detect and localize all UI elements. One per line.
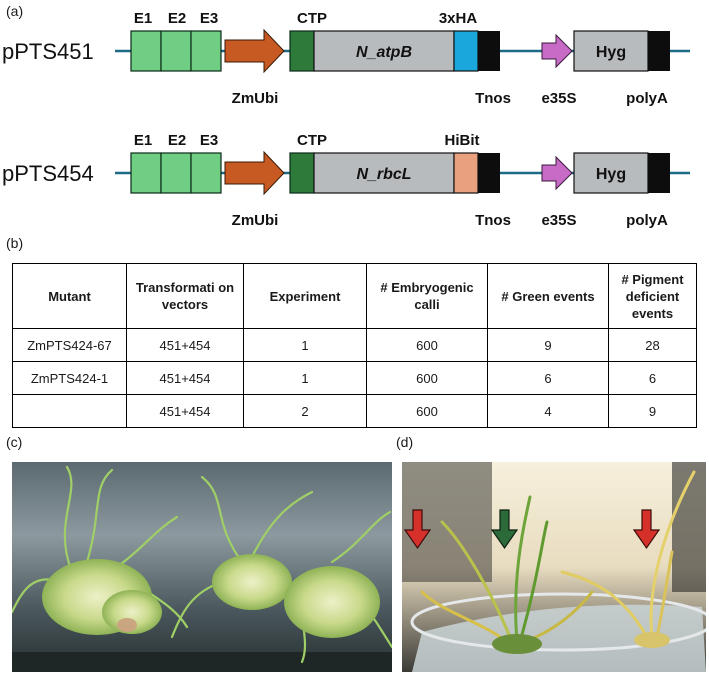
polya-label: polyA [626,212,668,229]
terminator-box [478,31,500,71]
gene-label: N_rbcL [356,166,411,183]
construct-ppts451: pPTS451 E1 E2 E3 ZmUbi CTP N_atpB 3xHA T… [0,0,709,120]
polya-label: polyA [626,90,668,107]
selection-gene-label: Hyg [596,166,626,183]
selection-promoter-arrow [542,35,572,67]
construct-name: pPTS454 [2,161,94,186]
cell-green: 6 [488,362,609,395]
construct-map-2: pPTS454 E1 E2 E3 ZmUbi CTP N_rbcL HiBit … [0,122,709,242]
photo-calli [12,462,392,672]
panel-label-d: (d) [396,434,413,450]
cell-calli: 600 [367,329,488,362]
cell-mutant [13,395,127,428]
table-header-row: Mutant Transformati on vectors Experimen… [13,264,697,329]
tag-label: 3xHA [439,10,478,27]
tag-box [454,31,478,71]
terminator-box [478,153,500,193]
enhancer-box-3 [191,153,221,193]
cell-calli: 600 [367,362,488,395]
calli-illustration [12,462,392,672]
cell-green: 4 [488,395,609,428]
gene-label: N_atpB [356,44,412,61]
enhancer-box-1 [131,31,161,71]
terminator-label: Tnos [475,212,511,229]
construct-map-1: pPTS451 E1 E2 E3 ZmUbi CTP N_atpB 3xHA T… [0,0,709,120]
tag-label: HiBit [445,132,480,149]
promoter-label: ZmUbi [232,90,279,107]
header-pigment: # Pigment deficient events [609,264,697,329]
enhancer-label-1: E1 [134,132,152,149]
plantlets-illustration [402,462,706,672]
enhancer-box-2 [161,31,191,71]
panel-label-c: (c) [6,434,22,450]
enhancer-box-2 [161,153,191,193]
transit-box [290,153,314,193]
construct-name: pPTS451 [2,39,94,64]
cell-green: 9 [488,329,609,362]
header-mutant: Mutant [13,264,127,329]
polya-box [648,31,670,71]
promoter-label: ZmUbi [232,212,279,229]
table-row: ZmPTS424-1 451+454 1 600 6 6 [13,362,697,395]
enhancer-label-2: E2 [168,10,186,27]
polya-box [648,153,670,193]
table-row: 451+454 2 600 4 9 [13,395,697,428]
selection-promoter-label: e35S [541,90,576,107]
table-row: ZmPTS424-67 451+454 1 600 9 28 [13,329,697,362]
tag-box [454,153,478,193]
terminator-label: Tnos [475,90,511,107]
construct-ppts454: pPTS454 E1 E2 E3 ZmUbi CTP N_rbcL HiBit … [0,122,709,242]
cell-experiment: 1 [244,362,367,395]
header-vectors: Transformati on vectors [127,264,244,329]
cell-experiment: 1 [244,329,367,362]
cell-pigment: 28 [609,329,697,362]
cell-calli: 600 [367,395,488,428]
enhancer-box-1 [131,153,161,193]
promoter-arrow [225,30,284,72]
photo-plantlets [402,462,706,672]
header-experiment: Experiment [244,264,367,329]
transformation-table: Mutant Transformati on vectors Experimen… [12,263,697,428]
selection-promoter-label: e35S [541,212,576,229]
header-green: # Green events [488,264,609,329]
cell-mutant: ZmPTS424-1 [13,362,127,395]
transit-box [290,31,314,71]
cell-vectors: 451+454 [127,362,244,395]
promoter-arrow [225,152,284,194]
transit-label: CTP [297,10,327,27]
cell-vectors: 451+454 [127,395,244,428]
enhancer-label-1: E1 [134,10,152,27]
selection-gene-label: Hyg [596,44,626,61]
cell-pigment: 6 [609,362,697,395]
header-calli: # Embryogenic calli [367,264,488,329]
cell-experiment: 2 [244,395,367,428]
transit-label: CTP [297,132,327,149]
selection-promoter-arrow [542,157,572,189]
enhancer-box-3 [191,31,221,71]
enhancer-label-3: E3 [200,10,218,27]
cell-pigment: 9 [609,395,697,428]
cell-vectors: 451+454 [127,329,244,362]
enhancer-label-3: E3 [200,132,218,149]
cell-mutant: ZmPTS424-67 [13,329,127,362]
enhancer-label-2: E2 [168,132,186,149]
